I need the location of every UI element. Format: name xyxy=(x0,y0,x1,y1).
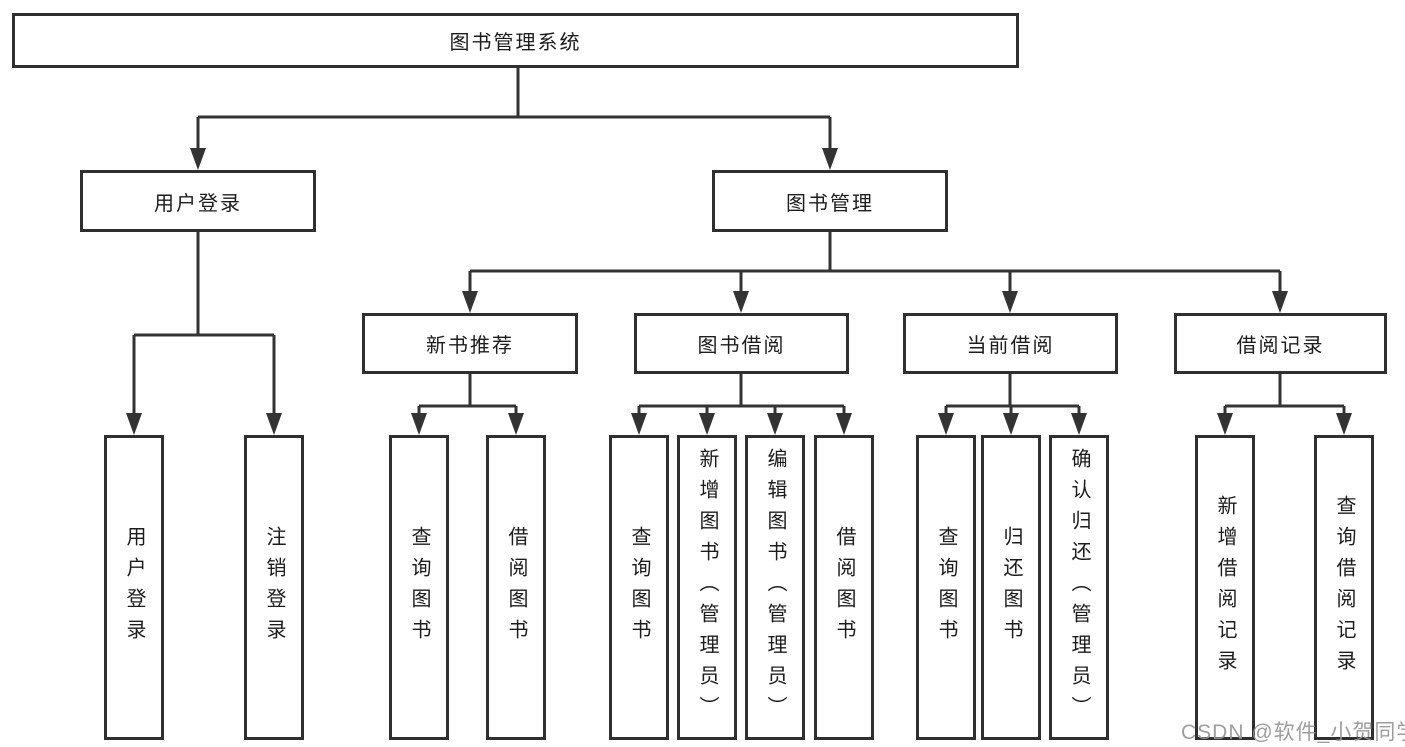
leaf-label: 用户登录 xyxy=(123,525,145,650)
arrowhead-icon xyxy=(1071,413,1087,435)
node-user-login: 用户登录 xyxy=(80,170,316,232)
leaf-br-add-record: 新增借阅记录 xyxy=(1195,435,1255,740)
leaf-label: 查询借阅记录 xyxy=(1333,494,1355,681)
arrowhead-icon xyxy=(190,148,206,170)
arrowhead-icon xyxy=(822,148,838,170)
connector-bookborrow-to-leaves xyxy=(637,374,846,415)
arrowhead-icon xyxy=(266,413,282,435)
arrowhead-icon xyxy=(699,413,715,435)
leaf-cb-confirm-return-admin: 确认归还（管理员） xyxy=(1049,435,1109,740)
node-borrow-records: 借阅记录 xyxy=(1174,313,1387,374)
node-label: 图书管理 xyxy=(786,192,874,215)
arrowhead-icon xyxy=(767,413,783,435)
node-label: 新书推荐 xyxy=(426,335,514,357)
leaf-bb-add-books-admin: 新增图书（管理员） xyxy=(677,435,737,740)
arrowhead-icon xyxy=(733,291,749,313)
node-book-management: 图书管理 xyxy=(712,170,948,232)
connector-bookmgmt-to-level3 xyxy=(468,232,1282,293)
leaf-bb-query-books: 查询图书 xyxy=(609,435,669,740)
connector-records-to-leaves xyxy=(1223,374,1346,415)
node-label: 当前借阅 xyxy=(966,335,1055,357)
leaf-logout-login: 注销登录 xyxy=(244,435,304,740)
arrowhead-icon xyxy=(1272,291,1288,313)
leaf-nb-borrow-books: 借阅图书 xyxy=(486,435,546,740)
leaf-label: 查询图书 xyxy=(408,525,430,650)
leaf-nb-query-books: 查询图书 xyxy=(389,435,449,740)
leaf-label: 借阅图书 xyxy=(833,525,855,650)
connector-userlogin-to-leaves xyxy=(132,232,276,415)
leaf-label: 查询图书 xyxy=(935,525,957,650)
leaf-label: 归还图书 xyxy=(1000,525,1022,650)
leaf-br-query-record: 查询借阅记录 xyxy=(1314,435,1374,740)
node-new-book-recommend: 新书推荐 xyxy=(362,313,578,374)
arrowhead-icon xyxy=(938,413,954,435)
leaf-label: 确认归还（管理员） xyxy=(1068,448,1090,727)
arrowhead-icon xyxy=(1002,291,1018,313)
leaf-cb-query-books: 查询图书 xyxy=(916,435,976,740)
leaf-label: 查询图书 xyxy=(628,525,650,650)
leaf-cb-return-books: 归还图书 xyxy=(981,435,1041,740)
arrowhead-icon xyxy=(631,413,647,435)
leaf-label: 编辑图书（管理员） xyxy=(764,448,786,727)
leaf-label: 新增借阅记录 xyxy=(1214,494,1236,681)
connector-newbook-to-leaves xyxy=(417,374,518,415)
arrowhead-icon xyxy=(1217,413,1233,435)
node-label: 图书借阅 xyxy=(697,335,786,357)
arrowhead-icon xyxy=(1003,413,1019,435)
arrowhead-icon xyxy=(126,413,142,435)
leaf-label: 新增图书（管理员） xyxy=(696,448,718,727)
connector-root-to-level2 xyxy=(196,68,832,150)
leaf-bb-borrow-books: 借阅图书 xyxy=(814,435,874,740)
watermark: CSDN @软件_小贺同学 xyxy=(1181,721,1405,744)
node-label: 借阅记录 xyxy=(1236,335,1325,357)
arrowhead-icon xyxy=(462,291,478,313)
node-label: 图书管理系统 xyxy=(449,32,582,54)
leaf-user-login: 用户登录 xyxy=(104,435,164,740)
connector-paths xyxy=(132,68,1346,415)
arrowheads xyxy=(126,148,1352,435)
arrowhead-icon xyxy=(508,413,524,435)
leaf-label: 借阅图书 xyxy=(505,525,527,650)
connector-currentborrow-to-leaves xyxy=(944,374,1081,415)
arrowhead-icon xyxy=(1336,413,1352,435)
leaf-label: 注销登录 xyxy=(263,525,285,650)
node-current-borrow: 当前借阅 xyxy=(903,313,1118,374)
node-label: 用户登录 xyxy=(154,192,242,215)
leaf-bb-edit-books-admin: 编辑图书（管理员） xyxy=(745,435,805,740)
arrowhead-icon xyxy=(411,413,427,435)
node-book-borrow: 图书借阅 xyxy=(634,313,849,374)
node-root-system: 图书管理系统 xyxy=(12,13,1019,68)
arrowhead-icon xyxy=(836,413,852,435)
